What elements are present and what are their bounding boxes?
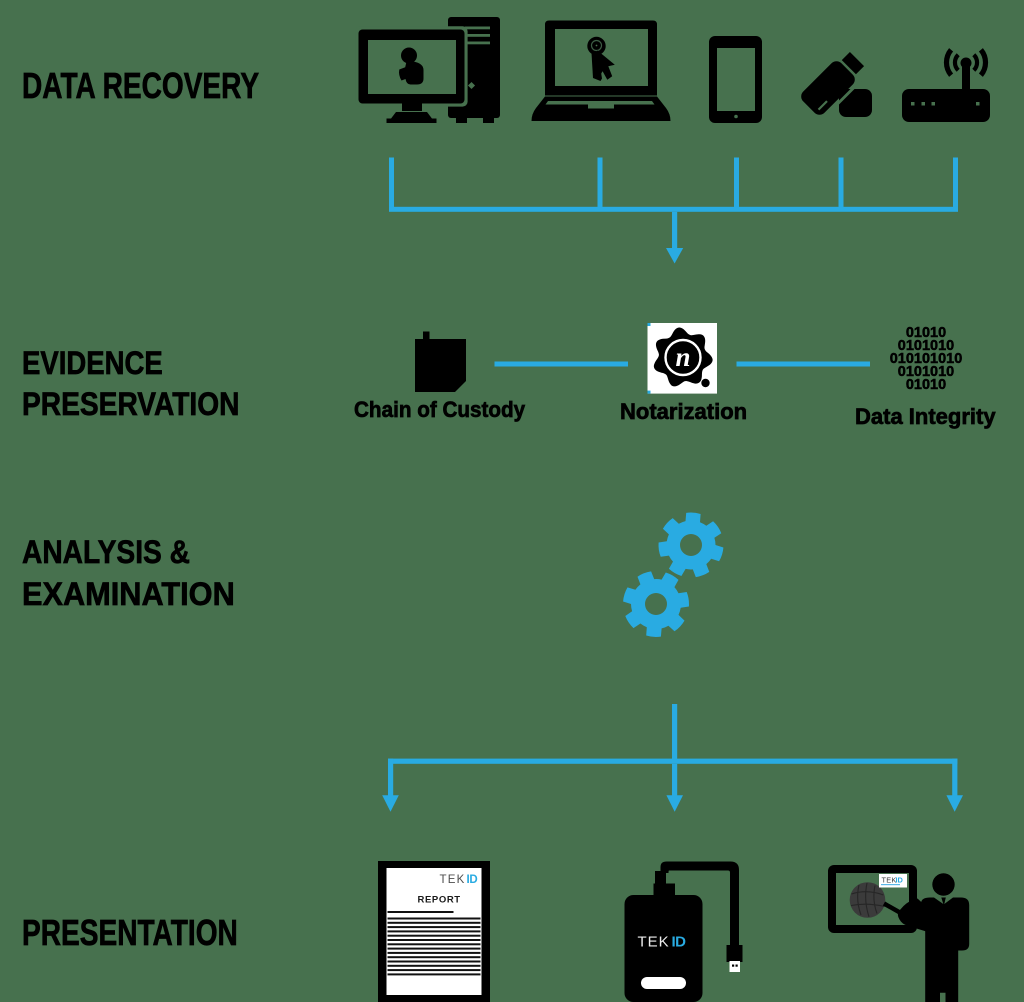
svg-text:010101010: 010101010 <box>890 351 963 367</box>
svg-text:n: n <box>675 342 690 372</box>
svg-text:0101010: 0101010 <box>898 338 954 354</box>
svg-text:REPORT: REPORT <box>418 895 461 906</box>
svg-text:0101010: 0101010 <box>898 364 954 380</box>
svg-text:ID: ID <box>672 934 687 951</box>
svg-text:TEK: TEK <box>882 876 897 885</box>
svg-text:TEK: TEK <box>440 874 466 886</box>
svg-text:01010: 01010 <box>906 377 946 393</box>
svg-text:TEK: TEK <box>638 934 670 951</box>
svg-text:ID: ID <box>896 876 904 885</box>
svg-text:01010: 01010 <box>906 325 946 341</box>
svg-text:ID: ID <box>467 874 478 886</box>
